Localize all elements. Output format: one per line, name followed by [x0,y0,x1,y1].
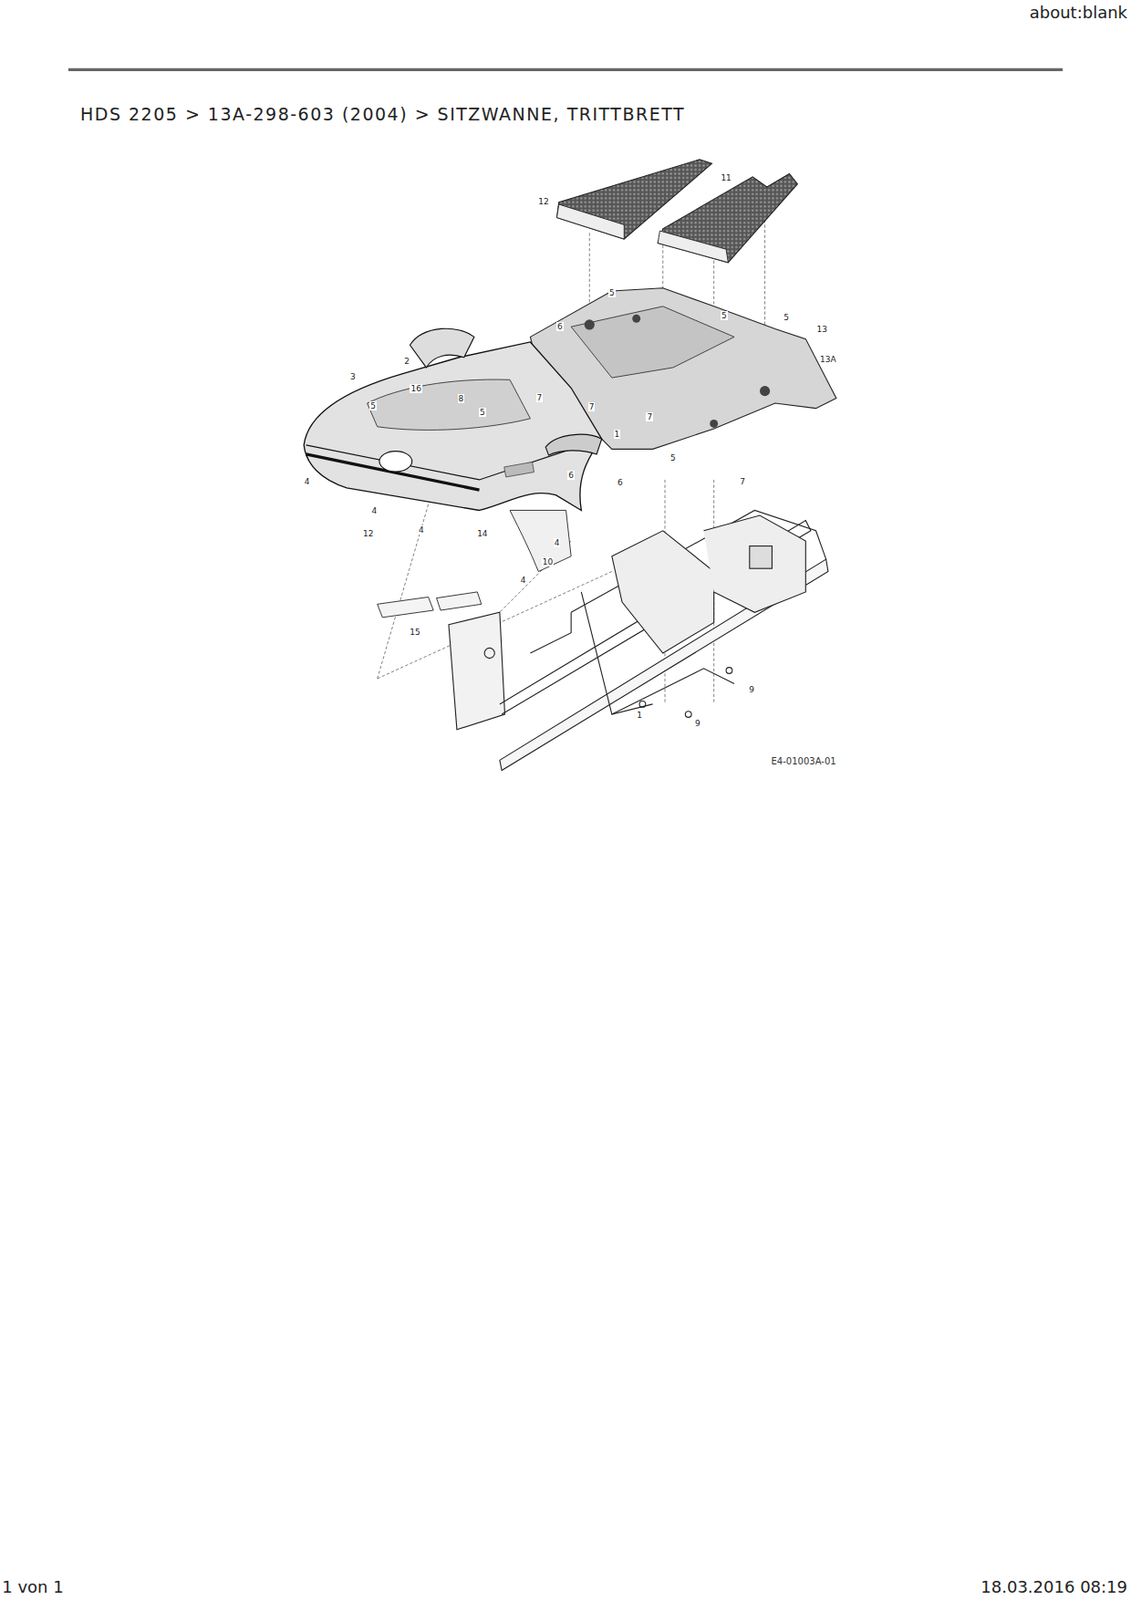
callout-number: 7 [536,393,544,403]
callout-number: 4 [553,538,561,548]
header-rule [68,68,1063,72]
page-title: HDS 2205 > 13A-298-603 (2004) > SITZWANN… [80,103,685,125]
callout-number: 16 [409,383,422,394]
callout-number: 11 [719,173,732,183]
callout-number: 5 [669,453,677,463]
callout-number: 6 [567,470,575,480]
page-note: 1 von 1 [1,1577,63,1597]
callout-number: 10 [541,557,554,567]
callout-number: 1 [635,710,644,720]
callout-number: 7 [588,402,596,412]
seat-pan [303,342,602,510]
callout-number: 5 [608,288,616,298]
footboard-mat [657,173,798,262]
callout-number: 4 [370,506,378,516]
chassis-frame [448,509,829,770]
callout-number: 12 [537,197,550,207]
callout-number: 13A [819,354,838,364]
callout-number: 4 [519,575,528,585]
callout-number: 7 [738,477,747,487]
callout-number: 7 [645,412,654,422]
callout-number: 4 [303,477,312,487]
callout-number: 8 [457,394,466,404]
callout-number: 5 [782,312,790,322]
callout-number: 12 [362,529,374,539]
cover-part [545,434,602,456]
page-note: 18.03.2016 08:19 [980,1577,1128,1597]
drawing-code: E4-01003A-01 [771,756,837,767]
callout-number: 5 [369,401,377,411]
callout-number: 5 [478,407,487,417]
callout-number: 1 [613,429,622,439]
callout-number: 9 [694,718,702,728]
callout-number: 9 [747,684,756,695]
callout-number: 3 [349,372,357,382]
page-note: about:blank [1029,2,1128,22]
callout-number: 4 [417,525,426,535]
callout-number: 13 [815,324,828,334]
callout-number: 6 [556,321,564,332]
callout-number: 15 [408,627,421,637]
callout-number: 5 [720,311,728,321]
cover-part [409,328,474,368]
callout-number: 2 [403,356,411,366]
callout-number: 6 [616,477,624,488]
callout-number: 14 [476,529,488,539]
